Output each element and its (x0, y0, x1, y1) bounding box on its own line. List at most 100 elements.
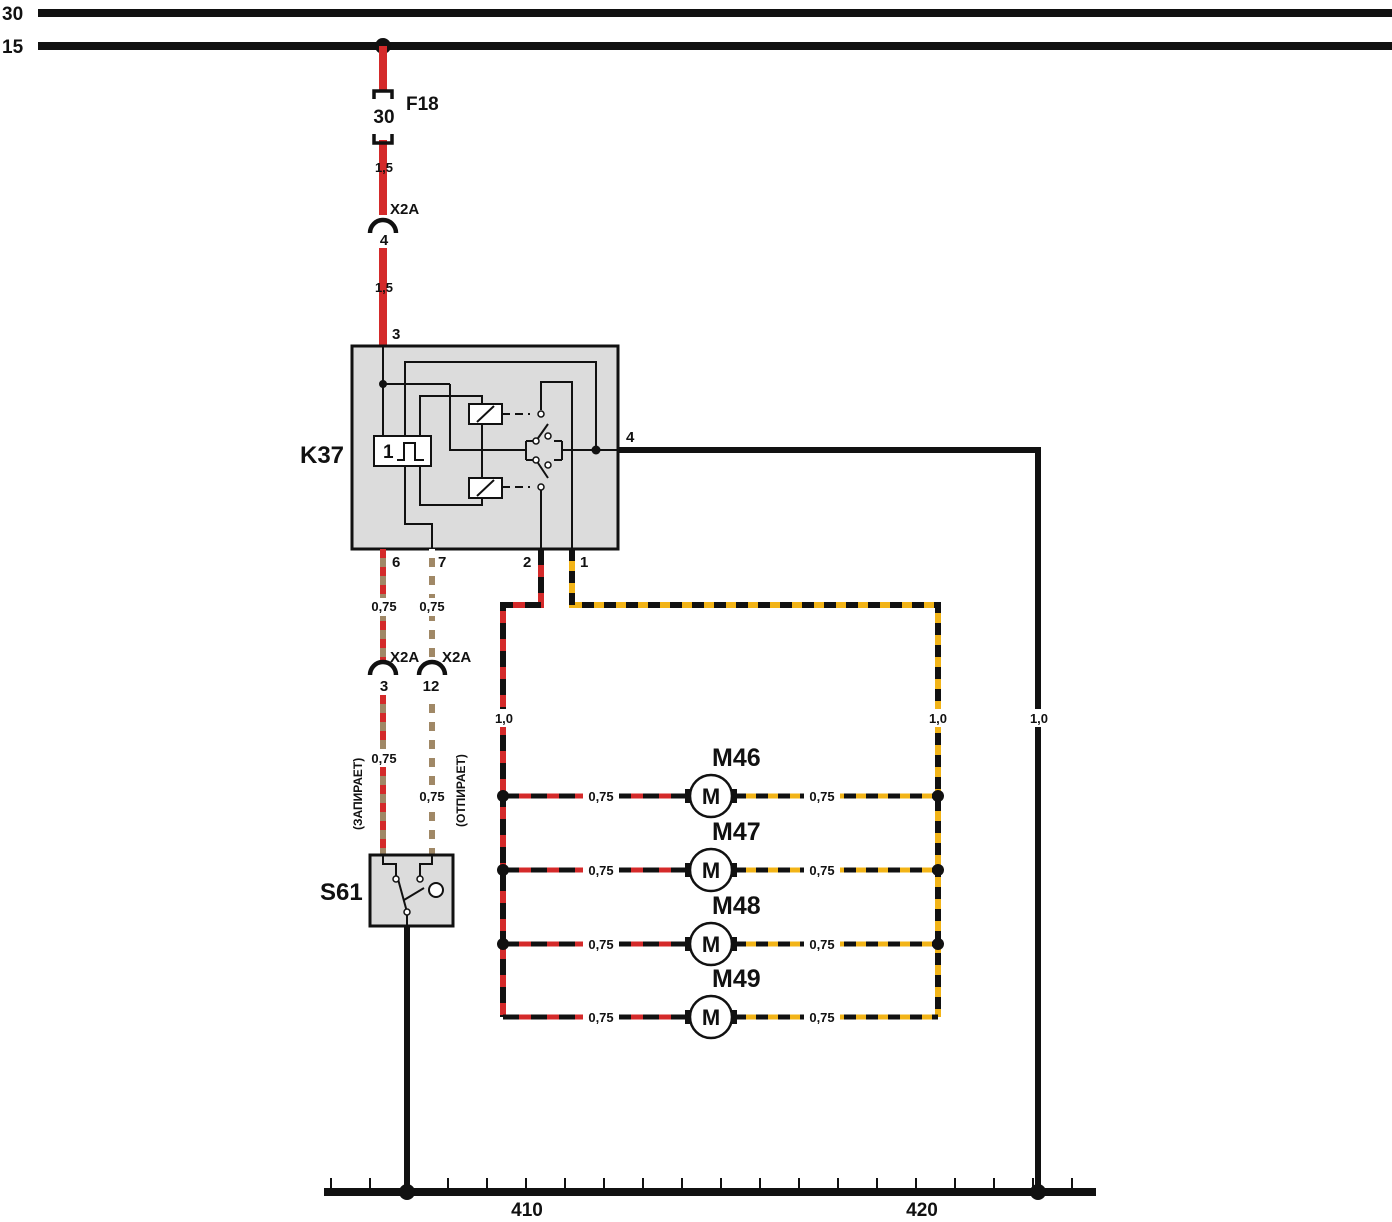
relay-pulse-label: 1 (383, 442, 394, 463)
ground-label-right: 420 (906, 1200, 938, 1221)
gauge-bg (1024, 709, 1054, 727)
connector-x2a-left-label: X2A (390, 649, 419, 666)
relay-junction-2 (591, 445, 601, 455)
bus-junction (497, 790, 509, 802)
motor-id-label: M49 (712, 965, 761, 993)
relay-label: K37 (300, 442, 344, 469)
motor-m47: 0,75 0,75 M M47 (497, 818, 944, 893)
bus-junction (932, 864, 944, 876)
ground-junction-left (399, 1184, 415, 1200)
bus-junction (932, 938, 944, 950)
switch-actuator-icon (428, 882, 444, 898)
relay-pin-2: 2 (523, 554, 531, 571)
relay-k37: K37 3 4 6 7 2 1 (300, 326, 635, 571)
fuse-id: F18 (406, 94, 439, 115)
motor-id-label: M46 (712, 744, 761, 772)
relay-pin-6: 6 (392, 554, 400, 571)
motor-gauge-right: 0,75 (809, 1010, 834, 1025)
gauge-bg (583, 862, 619, 878)
fuse-top-bracket (372, 89, 394, 99)
motor-glyph: M (702, 858, 720, 883)
motor-gauge-left: 0,75 (588, 1010, 613, 1025)
motor-gauge-right: 0,75 (809, 863, 834, 878)
lock-wire-label: (ЗАПИРАЕТ) (351, 758, 365, 830)
relay-pin-7: 7 (438, 554, 446, 571)
motor-gauge-left: 0,75 (588, 789, 613, 804)
fuse-bottom-bracket (372, 134, 394, 145)
switch-s61: S61 (320, 853, 455, 928)
motor-gauge-left: 0,75 (588, 863, 613, 878)
motor-glyph: M (702, 784, 720, 809)
bus-junction (497, 938, 509, 950)
rail-30-label: 30 (2, 4, 23, 25)
ground-junction-right (1030, 1184, 1046, 1200)
gauge-bg (487, 709, 519, 727)
motor-icon (688, 921, 734, 967)
gauge-top-2: 1,5 (375, 280, 393, 295)
relay-pin-3: 3 (392, 326, 400, 343)
fuse-f18: 30 F18 (372, 89, 439, 145)
motor-m46: 0,75 0,75 M M46 (497, 744, 944, 819)
motor-gauge-left: 0,75 (588, 937, 613, 952)
connector-x2a-right-label: X2A (442, 649, 471, 666)
relay-internals (382, 346, 618, 549)
gauge-top-1: 1,5 (375, 160, 393, 175)
relay-coils (468, 403, 503, 499)
pulse-icon (397, 442, 424, 461)
relay-contacts (532, 410, 552, 491)
connector-x2a-left-pin: 3 (380, 678, 388, 695)
connector-x2a-top: X2A 4 (367, 201, 419, 249)
gauge-ground: 1,0 (1030, 711, 1048, 726)
gauge-pin7: 0,75 (419, 599, 444, 614)
connector-x2a-right: X2A 12 (416, 649, 471, 695)
relay-junction-1 (379, 380, 387, 388)
rail-15-label: 15 (2, 37, 24, 58)
gauge-bg (583, 1009, 619, 1025)
connector-x2a-top-label: X2A (390, 201, 419, 218)
motor-bus (500, 549, 941, 1017)
motor-glyph: M (702, 1005, 720, 1030)
bus-junction (497, 864, 509, 876)
connector-x2a-left: X2A 3 (367, 649, 419, 695)
bus-junction (932, 790, 944, 802)
gauge-right-bus: 1,0 (929, 711, 947, 726)
fuse-rating: 30 (373, 107, 394, 128)
wire-stripe (569, 549, 941, 1017)
switch-wires (380, 549, 435, 855)
gauge-bg (416, 787, 448, 805)
gauge-left-bus: 1,0 (495, 711, 513, 726)
gauge-pin6: 0,75 (371, 599, 396, 614)
ground-bus: 410 420 (324, 1178, 1096, 1221)
gauge-bg (804, 788, 840, 804)
gauge-bg (368, 598, 400, 616)
gauge-bg (804, 862, 840, 878)
gauge-bg (416, 598, 448, 616)
connector-x2a-right-pin: 12 (423, 678, 440, 695)
motor-id-label: M47 (712, 818, 761, 846)
relay-pin-1: 1 (580, 554, 588, 571)
gauge-bg (922, 709, 954, 727)
motor-glyph: M (702, 932, 720, 957)
gauge-bg (804, 936, 840, 952)
unlock-wire-label: (ОТПИРАЕТ) (454, 754, 468, 827)
relay-pin-4: 4 (626, 429, 635, 446)
motor-icon (688, 773, 734, 819)
switch-label: S61 (320, 879, 363, 906)
gauge-bg (583, 936, 619, 952)
motor-icon (688, 994, 734, 1040)
motor-gauge-right: 0,75 (809, 937, 834, 952)
gauge-bg (368, 749, 400, 767)
ground-wire-pin4 (618, 447, 1041, 1192)
motor-icon (688, 847, 734, 893)
gauge-bg (804, 1009, 840, 1025)
gauge-right-low: 0,75 (419, 789, 444, 804)
gauge-left-low: 0,75 (371, 751, 396, 766)
gauge-bg (583, 788, 619, 804)
motor-gauge-right: 0,75 (809, 789, 834, 804)
ground-label-left: 410 (511, 1200, 543, 1221)
motor-m49: 0,75 0,75 M M49 (503, 965, 938, 1040)
connector-x2a-top-pin: 4 (380, 232, 389, 249)
